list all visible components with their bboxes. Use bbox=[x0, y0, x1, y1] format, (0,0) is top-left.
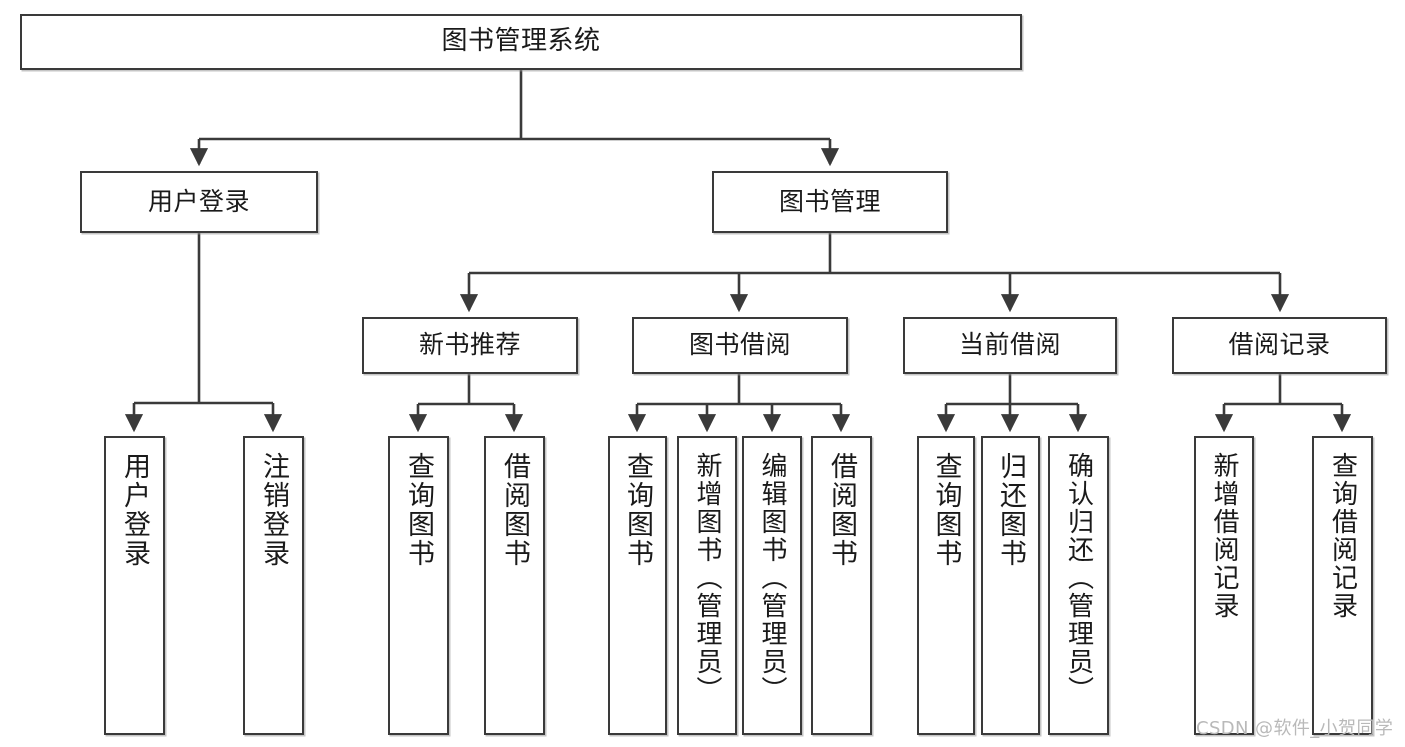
node-leaf-query-record[interactable]: 查询借阅记录 bbox=[1312, 436, 1373, 735]
node-user-login[interactable]: 用户登录 bbox=[80, 171, 318, 233]
node-leaf-borrow-book-1-label: 借阅图书 bbox=[499, 452, 530, 568]
node-leaf-query-record-label: 查询借阅记录 bbox=[1327, 452, 1358, 620]
node-leaf-logout-label: 注销登录 bbox=[258, 452, 289, 568]
node-book-borrow-label: 图书借阅 bbox=[688, 330, 791, 360]
node-leaf-add-record[interactable]: 新增借阅记录 bbox=[1194, 436, 1254, 735]
node-leaf-confirm-return-label: 确认归还（管理员） bbox=[1063, 452, 1094, 704]
node-leaf-query-book-1[interactable]: 查询图书 bbox=[388, 436, 449, 735]
node-leaf-add-book-label: 新增图书（管理员） bbox=[692, 452, 722, 704]
node-leaf-query-book-1-label: 查询图书 bbox=[403, 452, 434, 568]
node-user-login-label: 用户登录 bbox=[147, 186, 250, 216]
node-book-manage[interactable]: 图书管理 bbox=[712, 171, 948, 233]
node-leaf-edit-book-label: 编辑图书（管理员） bbox=[757, 452, 787, 704]
node-leaf-query-book-3-label: 查询图书 bbox=[930, 452, 962, 568]
node-leaf-edit-book[interactable]: 编辑图书（管理员） bbox=[742, 436, 802, 735]
node-leaf-borrow-book-1[interactable]: 借阅图书 bbox=[484, 436, 545, 735]
node-leaf-confirm-return[interactable]: 确认归还（管理员） bbox=[1048, 436, 1109, 735]
node-leaf-return-book-label: 归还图书 bbox=[995, 452, 1026, 568]
node-borrow-record-label: 借阅记录 bbox=[1228, 330, 1331, 360]
node-leaf-query-book-2-label: 查询图书 bbox=[622, 452, 653, 568]
node-book-borrow[interactable]: 图书借阅 bbox=[632, 317, 848, 374]
node-new-book-recommend-label: 新书推荐 bbox=[418, 330, 521, 360]
node-borrow-record[interactable]: 借阅记录 bbox=[1172, 317, 1387, 374]
node-leaf-logout[interactable]: 注销登录 bbox=[243, 436, 304, 735]
node-new-book-recommend[interactable]: 新书推荐 bbox=[362, 317, 578, 374]
node-leaf-add-book[interactable]: 新增图书（管理员） bbox=[677, 436, 737, 735]
watermark-text: CSDN @软件_小贺同学 bbox=[1196, 718, 1394, 739]
node-leaf-borrow-book-2[interactable]: 借阅图书 bbox=[811, 436, 872, 735]
node-leaf-user-login-label: 用户登录 bbox=[119, 452, 150, 568]
node-leaf-add-record-label: 新增借阅记录 bbox=[1209, 452, 1239, 620]
node-root[interactable]: 图书管理系统 bbox=[20, 14, 1022, 70]
node-leaf-borrow-book-2-label: 借阅图书 bbox=[826, 452, 857, 568]
node-current-borrow[interactable]: 当前借阅 bbox=[903, 317, 1117, 374]
node-leaf-query-book-2[interactable]: 查询图书 bbox=[608, 436, 667, 735]
node-current-borrow-label: 当前借阅 bbox=[958, 330, 1061, 360]
node-book-manage-label: 图书管理 bbox=[778, 186, 881, 216]
node-leaf-user-login[interactable]: 用户登录 bbox=[104, 436, 165, 735]
node-root-label: 图书管理系统 bbox=[441, 26, 601, 57]
node-leaf-query-book-3[interactable]: 查询图书 bbox=[917, 436, 975, 735]
node-leaf-return-book[interactable]: 归还图书 bbox=[981, 436, 1040, 735]
